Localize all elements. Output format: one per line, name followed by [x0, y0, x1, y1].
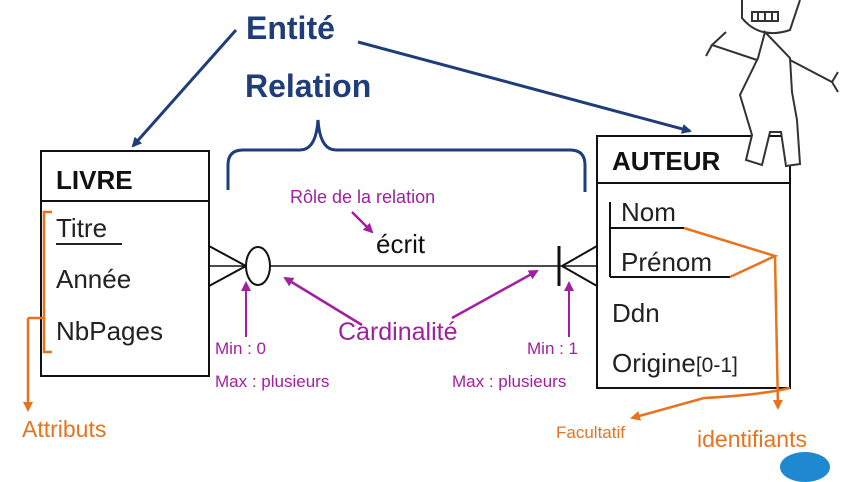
- cardinality-left-symbol: [208, 245, 271, 287]
- min-right-label: Min : 1: [527, 339, 579, 358]
- auteur-attr-origine: Origine[0-1]: [612, 350, 738, 376]
- entite-label: Entité: [246, 10, 335, 46]
- cardinalite-arrow-right: [451, 269, 539, 320]
- facultatif-connector: [630, 386, 791, 421]
- identifiants-label: identifiants: [697, 426, 807, 452]
- relation-brace: [226, 119, 587, 192]
- attributs-label: Attributs: [22, 416, 107, 442]
- cardinality-right-symbol: [557, 245, 598, 287]
- identifiants-connector: [683, 226, 778, 408]
- entity-auteur-box: [596, 135, 791, 389]
- entite-arrow-right: [357, 40, 692, 134]
- origine-name: Origine: [612, 348, 696, 378]
- auteur-attr-nom: Nom: [621, 197, 676, 227]
- entity-livre-box: [40, 150, 210, 377]
- entity-auteur-name: AUTEUR: [612, 146, 721, 176]
- livre-attr-annee: Année: [56, 264, 132, 294]
- livre-attr-nbpages: NbPages: [56, 316, 163, 346]
- relation-name: écrit: [376, 229, 426, 259]
- auteur-attr-ddn: Ddn: [612, 298, 660, 328]
- cardinalite-arrow-left: [283, 276, 363, 327]
- cartoon-character-illustration: [705, 0, 839, 168]
- min-left-label: Min : 0: [215, 339, 267, 358]
- identifiant-bracket: [609, 202, 730, 278]
- facultatif-label: Facultatif: [556, 423, 625, 442]
- entite-arrow-left: [131, 29, 238, 148]
- attributs-bracket: [28, 210, 52, 354]
- cardinalite-label: Cardinalité: [338, 318, 458, 346]
- role-label: Rôle de la relation: [290, 187, 436, 207]
- entity-livre-name: LIVRE: [56, 165, 133, 195]
- diagram-lines: [23, 0, 839, 421]
- livre-attr-titre: Titre: [56, 213, 108, 243]
- max-left-label: Max : plusieurs: [215, 372, 330, 391]
- max-right-label: Max : plusieurs: [452, 372, 567, 391]
- auteur-attr-prenom: Prénom: [621, 247, 713, 277]
- role-arrow: [351, 211, 374, 234]
- er-diagram: Entité Relation LIVRE Titre Année NbPage…: [22, 0, 839, 482]
- decorative-blue-circle: [780, 452, 830, 482]
- relation-label: Relation: [245, 68, 372, 104]
- origine-cardinality: [0-1]: [695, 354, 738, 377]
